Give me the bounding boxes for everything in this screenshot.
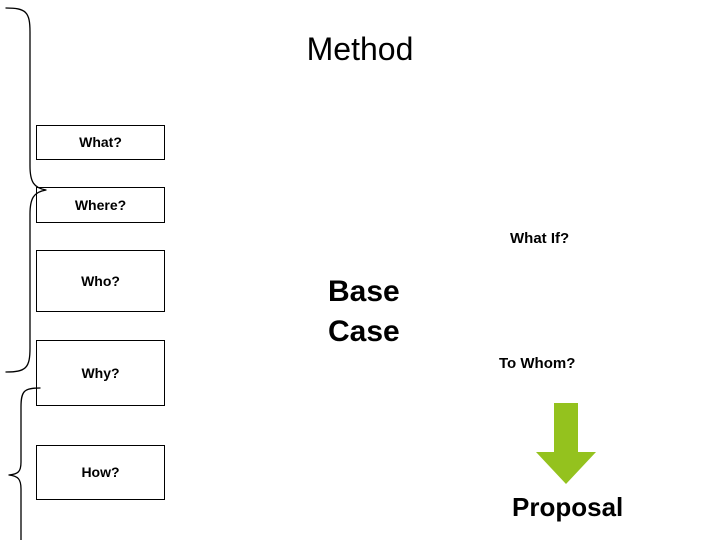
question-box-what[interactable]: What?	[36, 125, 165, 160]
page-title: Method	[306, 31, 414, 67]
left-curly-brace	[0, 0, 56, 380]
down-arrow-svg	[536, 403, 596, 484]
question-box-label: How?	[81, 464, 120, 481]
right-curly-brace-svg	[8, 387, 41, 540]
question-box-label: Where?	[74, 196, 127, 213]
question-box-where[interactable]: Where?	[36, 187, 165, 223]
question-box-why[interactable]: Why?	[36, 340, 165, 406]
base-case-label: Base Case	[328, 275, 400, 348]
down-arrow-polygon	[536, 403, 596, 484]
question-box-how[interactable]: How?	[36, 445, 165, 500]
proposal-label: Proposal	[512, 492, 624, 522]
question-box-label: What?	[79, 134, 122, 151]
right-curly-brace	[0, 380, 52, 540]
left-curly-brace-svg	[5, 7, 47, 373]
question-box-who[interactable]: Who?	[36, 250, 165, 312]
what-if-label: What If?	[510, 230, 570, 247]
to-whom-label: To Whom?	[499, 355, 576, 372]
question-box-label: Why?	[81, 364, 120, 381]
down-arrow-icon	[534, 402, 598, 486]
question-box-label: Who?	[81, 272, 120, 289]
